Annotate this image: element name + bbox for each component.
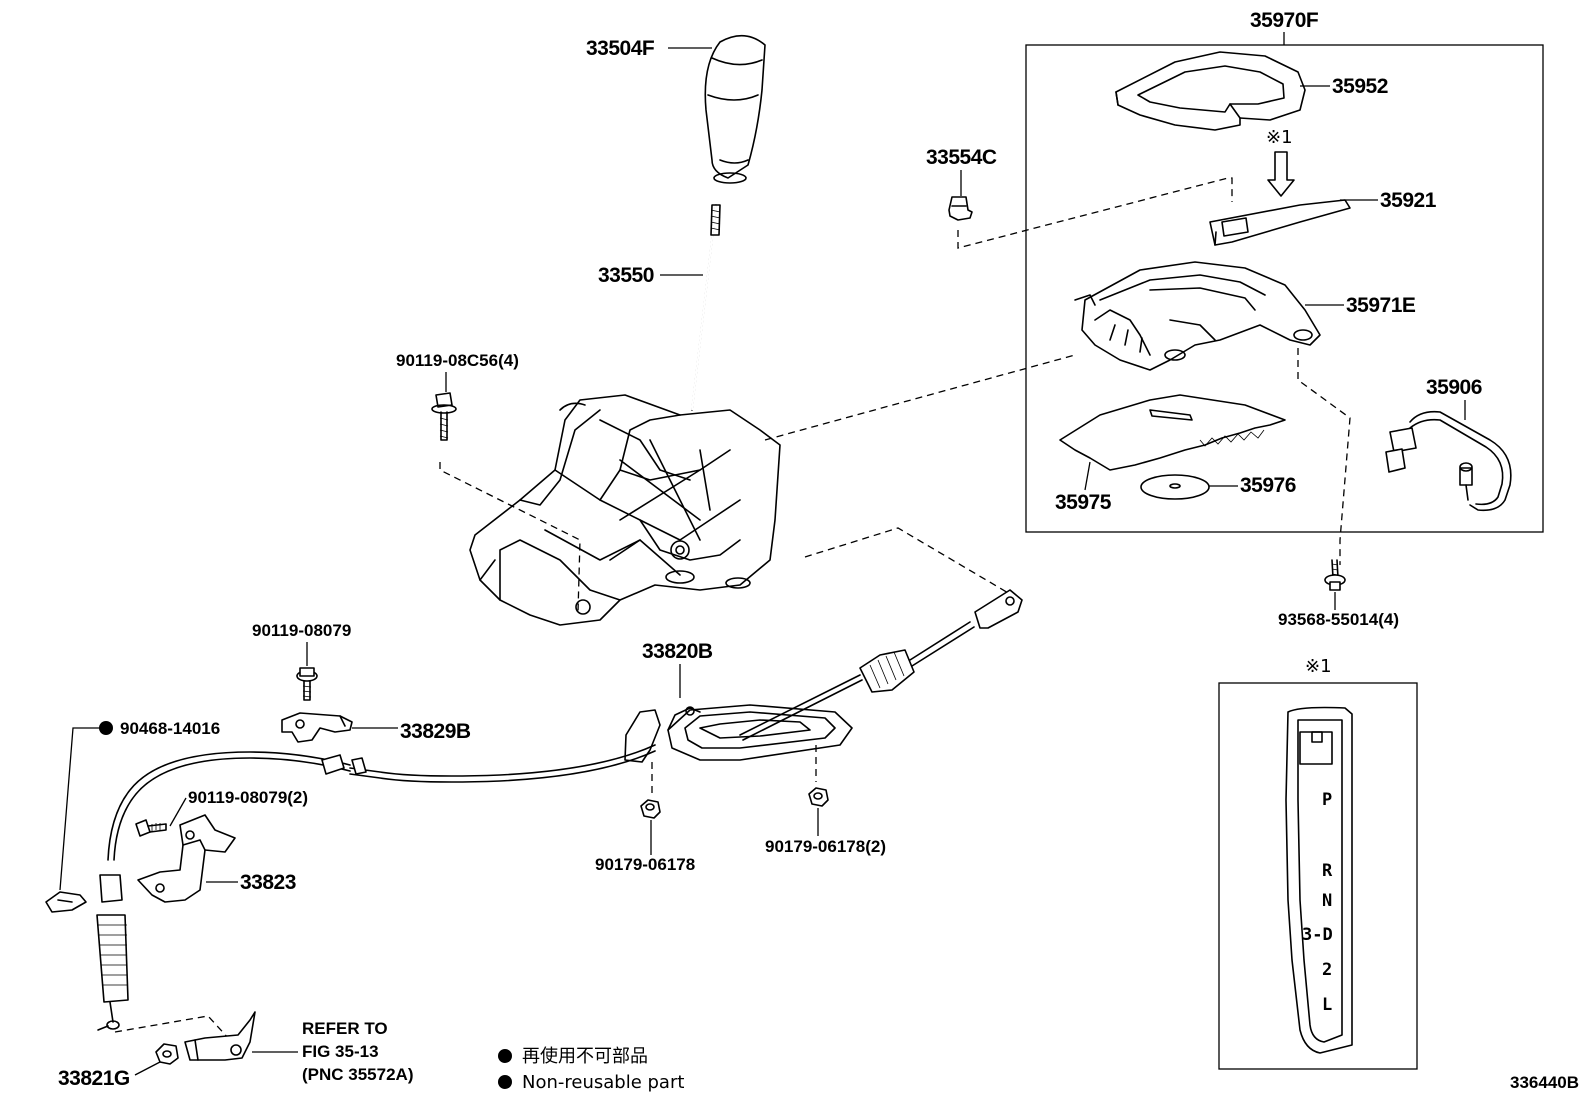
svg-text:Non-reusable part: Non-reusable part [522,1072,684,1093]
shift-lever-housing [469,394,781,626]
svg-text:N: N [1322,891,1332,911]
label-90468: 90468-14016 [59,719,220,891]
svg-text:35906: 35906 [1426,376,1482,399]
label-90119-08C56: 90119-08C56(4) [396,351,519,392]
indicator-35921 [1209,199,1351,246]
svg-text:33504F: 33504F [586,37,655,60]
svg-text:90119-08079(2): 90119-08079(2) [188,788,308,807]
svg-text:93568-55014(4): 93568-55014(4) [1278,610,1399,629]
clip-33554C [948,196,973,221]
svg-text:2: 2 [1322,960,1332,980]
label-90119-08079-b: 90119-08079(2) [169,788,308,827]
label-33823: 33823 [206,871,296,894]
bolt-90119-08C56 [431,392,457,441]
svg-text:35975: 35975 [1055,491,1112,514]
svg-text:35921: 35921 [1380,189,1437,212]
svg-text:90119-08C56(4): 90119-08C56(4) [396,351,519,370]
inset-selector-panel: ※1 P R N 3-D 2 L [1218,656,1418,1070]
svg-text:(PNC 35572A): (PNC 35572A) [302,1065,414,1084]
label-33504F: 33504F [586,37,712,60]
svg-text:33820B: 33820B [642,640,713,663]
svg-text:※1: ※1 [1305,656,1332,677]
svg-text:90468-14016: 90468-14016 [120,719,220,738]
screw-93568 [1324,559,1346,591]
label-35921: 35921 [1340,189,1437,212]
svg-text:35970F: 35970F [1250,9,1319,32]
label-35906: 35906 [1426,376,1482,420]
ref-mark-arrow: ※1 [1266,127,1295,197]
clip-90468 [45,891,87,913]
disc-35976 [1140,474,1210,500]
svg-text:33554C: 33554C [926,146,997,169]
dash-housing-cable [804,527,1011,595]
bulb-socket-35906 [1385,410,1512,512]
svg-text:90179-06178(2): 90179-06178(2) [765,837,886,856]
label-33550: 33550 [598,264,703,287]
label-35952: 35952 [1300,75,1388,98]
housing-35971E [1074,261,1321,371]
shift-lever-rod [691,204,721,411]
label-90179-b: 90179-06178(2) [765,808,886,856]
bezel-35952 [1115,51,1306,131]
svg-text:33823: 33823 [240,871,296,894]
svg-text:※1: ※1 [1266,127,1293,148]
dash-housing-bezel [764,354,1076,441]
label-90179-a: 90179-06178 [595,820,695,874]
label-33820B: 33820B [642,640,713,698]
label-33821G: 33821G [58,1061,161,1090]
nut-33821G [155,1043,179,1065]
end-lever [184,1011,256,1061]
slide-plate-35975 [1059,394,1286,471]
svg-text:90119-08079: 90119-08079 [252,621,351,640]
dash-housing-screw [1297,348,1351,565]
svg-text:90179-06178: 90179-06178 [595,855,695,874]
label-33554C: 33554C [926,146,997,196]
svg-text:33829B: 33829B [400,720,471,743]
label-33829B: 33829B [352,720,471,743]
svg-text:35976: 35976 [1240,474,1296,497]
nut-90179-a [640,799,661,819]
svg-text:REFER TO: REFER TO [302,1019,388,1038]
cable-main [96,589,1023,1031]
bolt-90119-08079-b [135,819,167,837]
diagram-id: 336440B [1510,1073,1579,1092]
dash-bolt-housing [439,462,581,613]
refer-note: REFER TO FIG 35-13 (PNC 35572A) [252,1019,414,1084]
label-90119-08079-a: 90119-08079 [252,621,351,666]
label-35971E: 35971E [1305,294,1416,317]
svg-text:L: L [1322,995,1332,1015]
svg-text:R: R [1322,861,1333,881]
svg-text:33550: 33550 [598,264,654,287]
svg-text:FIG 35-13: FIG 35-13 [302,1042,379,1061]
label-35975: 35975 [1055,461,1112,514]
svg-text:再使用不可部品: 再使用不可部品 [522,1046,648,1067]
cable-bracket-33820B [624,704,853,763]
svg-text:35971E: 35971E [1346,294,1416,317]
bracket-33823 [137,814,236,903]
svg-text:3-D: 3-D [1302,925,1333,945]
svg-text:33821G: 33821G [58,1067,130,1090]
svg-text:P: P [1322,790,1332,810]
shift-knob [704,34,766,184]
legend-non-reusable: 再使用不可部品 Non-reusable part [498,1046,684,1093]
dash-end-lever [114,1015,231,1041]
group-box-35970F: 35970F [1025,9,1544,533]
dash-clip-indicator [957,177,1233,249]
clip-33829B [281,712,353,743]
svg-text:35952: 35952 [1332,75,1388,98]
label-93568: 93568-55014(4) [1278,592,1399,629]
label-35976: 35976 [1209,474,1296,497]
nut-90179-b [808,787,829,807]
bolt-90119-08079-a [296,667,318,701]
